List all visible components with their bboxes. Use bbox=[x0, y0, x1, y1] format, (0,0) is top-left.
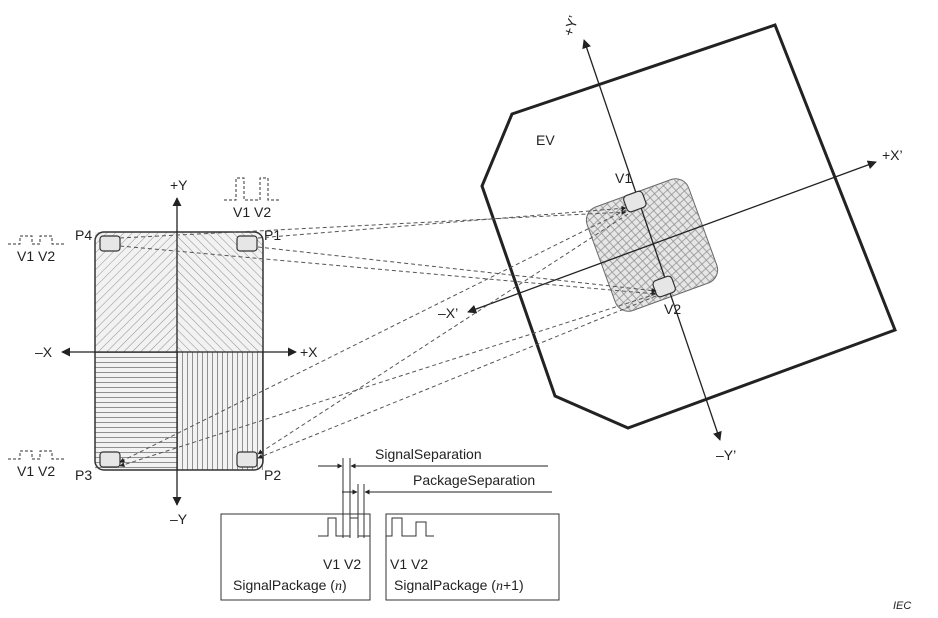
ground-pad: +Y –Y +X –X P1 P2 P3 P4 bbox=[35, 177, 318, 527]
pad-point-p2-marker bbox=[236, 451, 258, 468]
pad-point-p2-label: P2 bbox=[264, 467, 281, 483]
signal-package-n1-suffix: +1 bbox=[503, 577, 519, 593]
pad-point-p4-marker bbox=[99, 235, 121, 252]
vehicle-sensor-v2-label: V2 bbox=[664, 301, 681, 317]
pad-axis-pos-x-label: +X bbox=[300, 344, 318, 360]
pad-point-p4-label: P4 bbox=[75, 227, 92, 243]
signal-package-n-label: SignalPackage (n) bbox=[233, 577, 347, 594]
path-v2-p3 bbox=[119, 293, 657, 468]
p3-signal-label: V1 V2 bbox=[17, 463, 55, 479]
timing-diagram: SignalSeparation PackageSeparation V1 V2… bbox=[220, 446, 560, 601]
signal-package-n1-box bbox=[385, 513, 560, 601]
path-v2-p2 bbox=[257, 295, 657, 459]
iec-mark: IEC bbox=[893, 600, 911, 612]
signal-package-n1-label: SignalPackage (n+1) bbox=[394, 577, 524, 594]
path-p4-v2 bbox=[119, 245, 657, 297]
pad-axis-neg-x-label: –X bbox=[35, 344, 53, 360]
p4-signal-label: V1 V2 bbox=[17, 248, 55, 264]
p1-signal-label: V1 V2 bbox=[233, 204, 271, 220]
p4-pulse-waveform bbox=[8, 235, 66, 245]
vehicle-axis-neg-y-label: –Y’ bbox=[716, 447, 736, 463]
pad-axis-pos-y-label: +Y bbox=[170, 177, 188, 193]
p1-pulse-waveform bbox=[224, 177, 280, 201]
signal-package-n1-signals: V1 V2 bbox=[390, 556, 428, 572]
vehicle-x-axis bbox=[467, 160, 877, 314]
vehicle-sensor-v1-marker bbox=[623, 190, 647, 213]
path-v1-p2 bbox=[257, 213, 629, 455]
path-p4-v1 bbox=[119, 209, 627, 239]
path-p1-v2 bbox=[257, 246, 657, 293]
signal-separation-label: SignalSeparation bbox=[375, 446, 482, 462]
signal-package-n-signals: V1 V2 bbox=[323, 556, 361, 572]
signal-paths bbox=[119, 205, 657, 468]
path-v1-p3 bbox=[119, 209, 627, 463]
vehicle-axis-pos-x-label: +X’ bbox=[882, 147, 903, 163]
signal-package-n-name: SignalPackage bbox=[233, 577, 327, 593]
vehicle-label: EV bbox=[536, 132, 555, 148]
path-p1-v1 bbox=[257, 205, 627, 239]
pad-point-p3-label: P3 bbox=[75, 467, 92, 483]
signal-package-n1-waveform bbox=[386, 517, 434, 537]
vehicle-axis-pos-y-label: +Y’ bbox=[560, 14, 582, 39]
pad-waveforms bbox=[8, 177, 280, 460]
signal-package-n-index: n bbox=[335, 579, 342, 594]
pad-point-p1-label: P1 bbox=[264, 227, 281, 243]
vehicle-axis-neg-x-label: –X’ bbox=[438, 305, 458, 321]
p3-pulse-waveform bbox=[8, 450, 66, 460]
signal-package-n1-index: n bbox=[496, 579, 503, 594]
pad-point-p3-marker bbox=[99, 451, 121, 468]
signal-package-n1-name: SignalPackage bbox=[394, 577, 488, 593]
signal-package-n-box bbox=[220, 513, 371, 601]
package-separation-label: PackageSeparation bbox=[413, 472, 535, 488]
vehicle: EV +Y’ –Y’ +X’ –X’ V1 V2 bbox=[438, 14, 903, 463]
vehicle-sensor-v1-label: V1 bbox=[615, 170, 632, 186]
pad-point-p1-marker bbox=[236, 235, 258, 252]
pad-axis-neg-y-label: –Y bbox=[170, 511, 188, 527]
